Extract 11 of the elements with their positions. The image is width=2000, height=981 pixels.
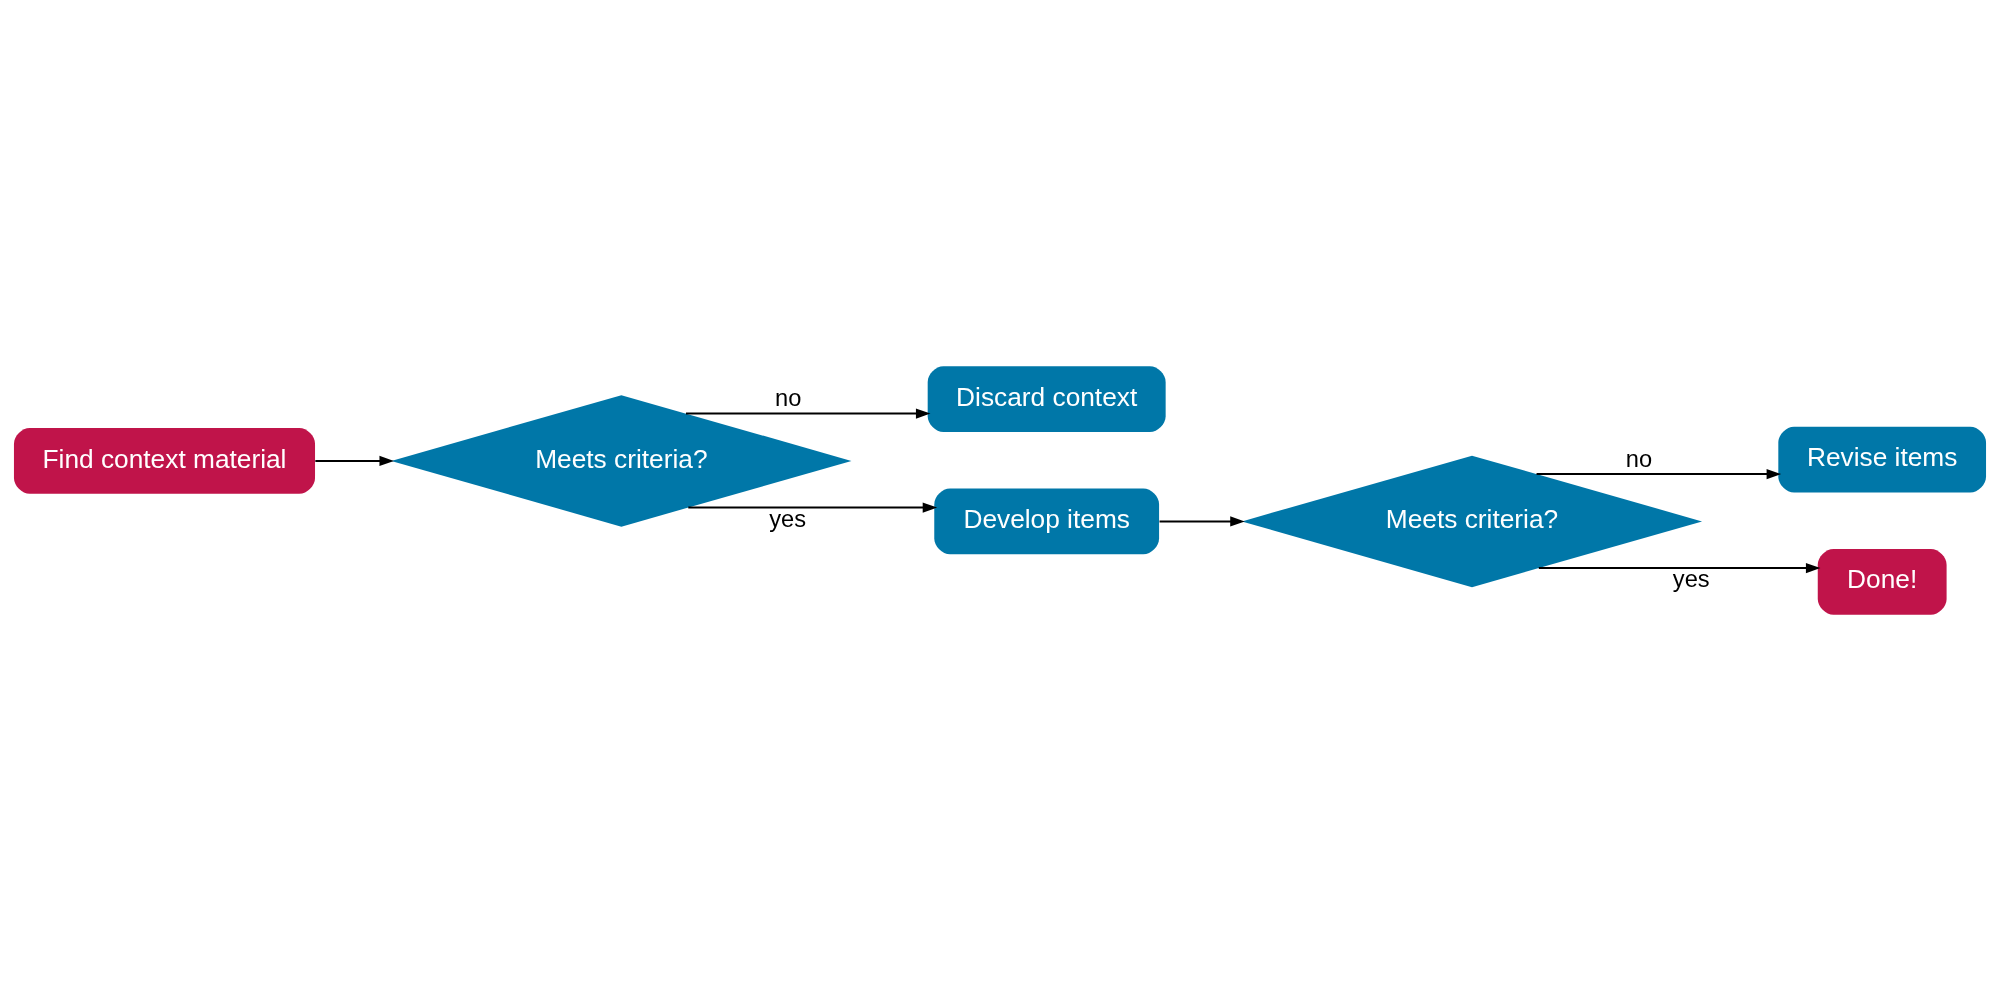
arrow: [684, 408, 931, 419]
node-box: Find context material: [13, 428, 316, 494]
arrow: [1537, 563, 1821, 574]
node-box: Done!: [1817, 549, 1947, 615]
arrow: [1158, 516, 1245, 527]
node-box: Discard context: [927, 366, 1166, 432]
node-box: Develop items: [934, 488, 1160, 555]
arrow: [314, 455, 394, 466]
node-box: Revise items: [1778, 426, 1987, 493]
arrow: [687, 502, 938, 513]
arrow: [1535, 469, 1782, 480]
